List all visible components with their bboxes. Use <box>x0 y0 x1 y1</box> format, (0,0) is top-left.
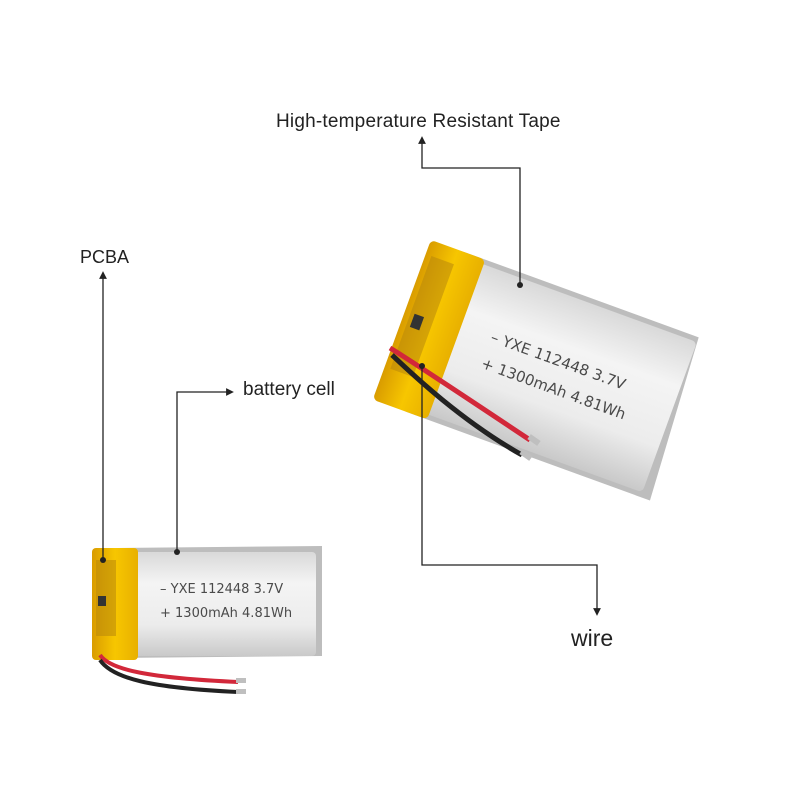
battery-small-label-line2: + 1300mAh 4.81Wh <box>160 606 292 621</box>
leader-tape-dot <box>517 282 523 288</box>
callout-pcba-label: PCBA <box>80 247 130 267</box>
wire-small-black-tip <box>236 689 246 694</box>
leader-pcba-dot <box>100 557 106 563</box>
battery-large-body <box>408 257 696 491</box>
callout-tape-label: High-temperature Resistant Tape <box>276 111 561 132</box>
wire-large-black <box>390 353 524 458</box>
battery-small-component <box>98 596 106 606</box>
battery-small-body <box>118 552 316 656</box>
wire-large-red-tip <box>527 434 541 446</box>
leader-cell-dot <box>174 549 180 555</box>
wire-small-black <box>98 658 239 694</box>
battery-large-component <box>409 313 425 331</box>
leader-wire-dot <box>419 363 425 369</box>
battery-small-label-line1: – YXE 112448 3.7V <box>160 582 283 597</box>
battery-small: – YXE 112448 3.7V + 1300mAh 4.81Wh <box>92 546 322 694</box>
callout-wire-label: wire <box>571 625 614 651</box>
leader-cell <box>176 388 234 550</box>
wire-large-red <box>388 345 532 443</box>
leader-wire <box>421 368 601 616</box>
callout-cell-label: battery cell <box>243 379 335 400</box>
leader-tape <box>418 136 521 283</box>
wire-small-red-tip <box>236 678 246 683</box>
wire-small-red <box>98 653 239 684</box>
wire-large-black-tip <box>519 449 533 461</box>
battery-large: – YXE 112448 3.7V + 1300mAh 4.81Wh <box>374 241 699 501</box>
